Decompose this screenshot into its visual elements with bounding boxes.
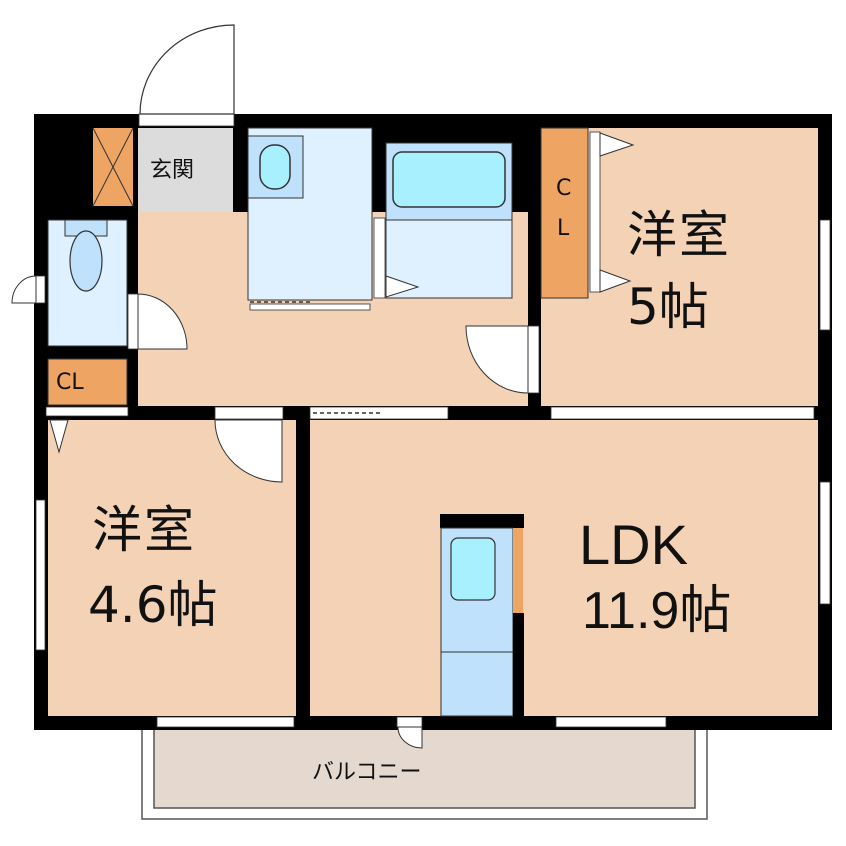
western-room-2-label: 洋室 — [92, 501, 196, 559]
closet-1 — [47, 358, 128, 406]
entrance-door — [138, 113, 235, 127]
kitchen-sink-icon — [450, 537, 496, 601]
door-swing-icon — [385, 275, 420, 298]
western-room-1-size: 5帖 — [627, 278, 709, 336]
window — [819, 219, 831, 331]
bathtub-icon — [392, 151, 506, 208]
entrance-floor — [138, 128, 233, 212]
balcony-floor — [153, 725, 696, 809]
western-room-2-size: 4.6帖 — [88, 576, 218, 634]
window — [35, 499, 46, 651]
closet-2-label-l: L — [557, 216, 570, 241]
toilet-icon — [69, 230, 103, 292]
closet-1-label: CL — [56, 370, 84, 395]
balcony-label: バルコニー — [312, 760, 422, 785]
western-room-1-label: 洋室 — [627, 206, 731, 264]
ldk-label: LDK — [579, 513, 688, 576]
sink-icon — [259, 144, 291, 190]
ldk-room — [310, 420, 818, 716]
entrance-label: 玄関 — [150, 158, 195, 183]
ldk-size: 11.9帖 — [582, 582, 732, 640]
closet-2-label-c: C — [556, 176, 572, 201]
closet-2 — [540, 127, 589, 299]
washroom — [247, 127, 373, 301]
